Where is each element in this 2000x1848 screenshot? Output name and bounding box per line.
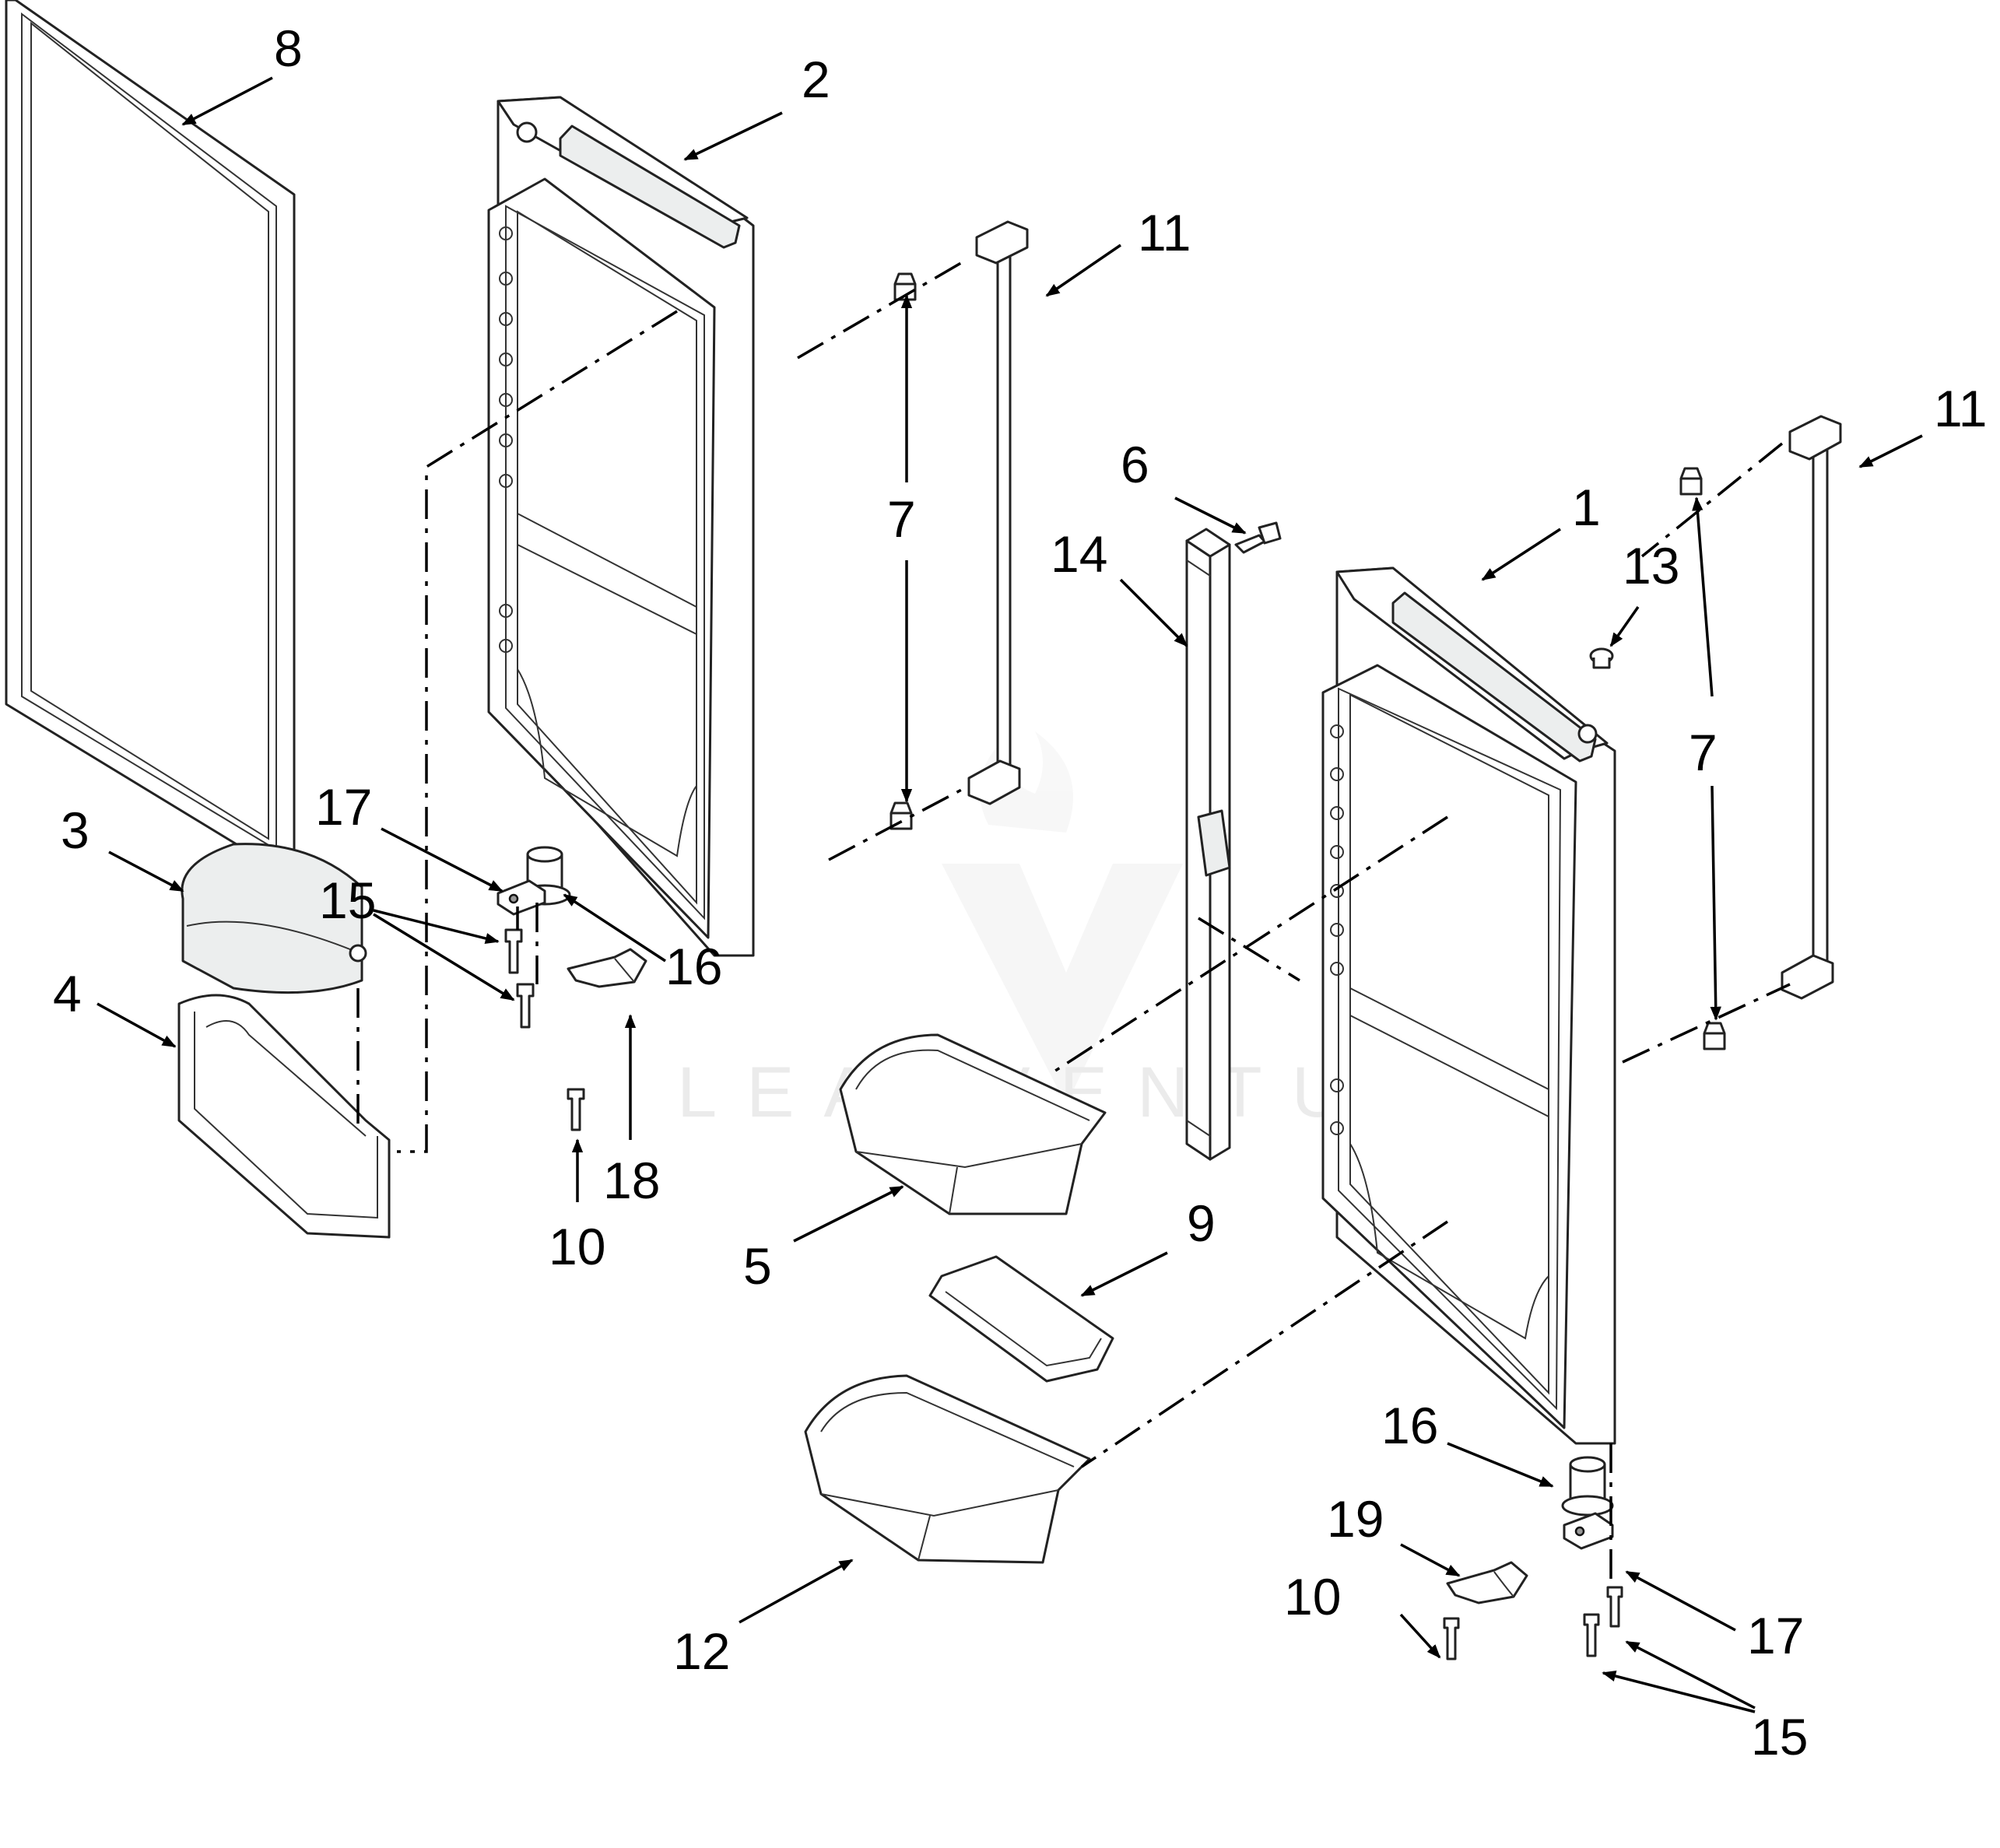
callout-labels: 8 2 11 11 6 1 13 7 7 14 17 3 15 4 16 18 … [53,19,1988,1766]
watermark-logo [942,731,1183,1105]
part-10-screw-left [567,1088,585,1131]
callout-6: 6 [1121,436,1149,493]
part-1-right-door-liner [1321,566,1616,1445]
callout-15-left: 15 [319,871,376,929]
part-10-screw-right [1443,1617,1460,1660]
part-17-hinge-plate-right [1563,1512,1614,1550]
callout-14: 14 [1051,525,1107,583]
part-9-divider-tray [928,1255,1114,1383]
part-2-left-door-liner [487,96,755,957]
callout-3: 3 [61,801,89,859]
callout-11-right: 11 [1934,380,1988,437]
callout-2: 2 [802,51,830,108]
callout-13: 13 [1623,537,1679,594]
callout-7-right: 7 [1689,724,1718,781]
callout-17-right: 17 [1747,1607,1804,1664]
leader-arrows [96,76,1923,1713]
assembly-lines [356,259,1791,1587]
part-17-hinge-plate-left [496,879,546,916]
callout-9: 9 [1187,1194,1216,1252]
callout-15-right: 15 [1751,1708,1808,1766]
part-15-screws-left [504,928,535,1029]
part-4-bin [177,994,391,1239]
callout-16-left: 16 [665,938,722,995]
callout-1: 1 [1572,479,1601,536]
part-16-hinge-bushing-right [1561,1456,1614,1517]
callout-18: 18 [603,1152,660,1209]
callout-4: 4 [53,965,82,1022]
callout-8: 8 [274,19,303,77]
callout-10-right: 10 [1284,1568,1341,1625]
part-12-lower-door-bin [804,1374,1091,1564]
callout-11-left: 11 [1138,204,1191,261]
part-15-screws-right [1583,1586,1623,1657]
part-5-door-bin [839,1033,1107,1215]
callout-19: 19 [1327,1490,1384,1548]
part-3-bin-cover [181,843,367,994]
callout-7-left: 7 [887,490,916,548]
part-6-screw [1234,521,1282,554]
part-11-left-hinge-rod [967,220,1029,805]
part-19-door-stop [1446,1561,1528,1604]
part-13-cap [1589,647,1614,669]
part-14-center-flipper-mullion [1185,528,1231,1161]
callout-12: 12 [673,1622,730,1680]
callout-10-left: 10 [549,1218,605,1275]
callout-16-right: 16 [1381,1397,1438,1454]
part-18-door-stop [567,948,647,988]
part-11-right-hinge-rod [1781,415,1842,1000]
callout-17-left: 17 [315,778,372,836]
part-8-door-gasket [5,0,296,865]
callout-5: 5 [743,1237,772,1295]
